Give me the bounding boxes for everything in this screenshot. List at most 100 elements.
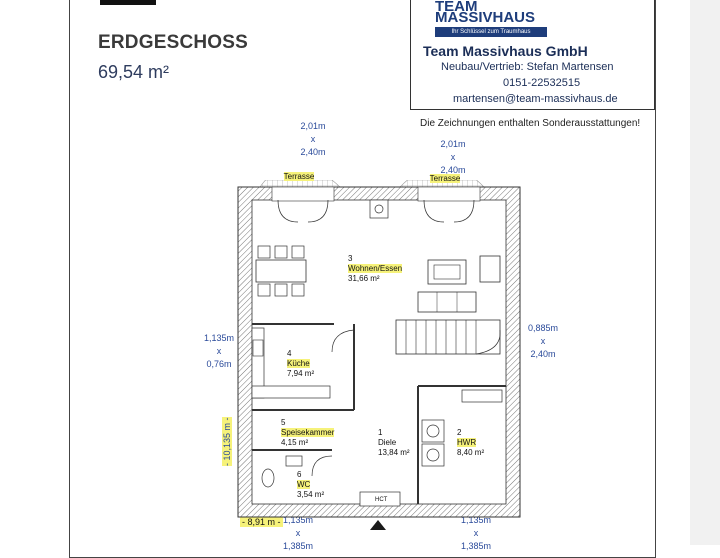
company-phone: 0151-22532515	[503, 77, 581, 89]
entrance-door	[359, 491, 401, 507]
scroll-margin	[690, 0, 720, 545]
room-name: WC	[297, 480, 311, 489]
wc-basin	[285, 455, 303, 467]
room-number: 6	[297, 470, 302, 479]
kitchen-window-dimension: 1,135m x 0,76m	[202, 332, 236, 371]
logo-tagline: Ihr Schlüssel zum Traumhaus	[435, 27, 547, 37]
terrace-right-dimension: 2,01m x 2,40m	[437, 138, 469, 177]
dim-value: 2,01m	[440, 139, 466, 149]
room-number: 4	[287, 349, 292, 358]
room-number: 1	[378, 428, 383, 437]
room-diele: 1 Diele 13,84 m²	[378, 428, 410, 458]
room-wc: 6 WC 3,54 m²	[297, 470, 324, 500]
logo-word-massivhaus: MASSIVHAUS	[435, 9, 536, 26]
door-swing	[277, 199, 329, 223]
chair	[291, 283, 305, 297]
room-number: 5	[281, 418, 286, 427]
room-area: 31,66 m²	[348, 274, 380, 283]
dim-value: 1,135m	[282, 515, 314, 525]
top-bar	[100, 0, 156, 5]
company-contact: Neubau/Vertrieb: Stefan Martensen	[441, 61, 614, 73]
kitchen-door-swing	[331, 329, 355, 353]
washer-drum	[426, 424, 440, 438]
terrace-left-dimension: 2,01m x 2,40m	[297, 120, 329, 159]
tv-screen	[433, 264, 461, 280]
chair	[257, 245, 271, 259]
hwr-shelf	[461, 389, 503, 403]
kitchen-counter	[251, 385, 331, 399]
dim-x: x	[216, 346, 222, 356]
staircase	[395, 319, 501, 355]
terrace-door-right	[417, 186, 481, 202]
dim-x: x	[310, 134, 316, 144]
dryer	[421, 443, 445, 467]
room-number: 3	[348, 254, 353, 263]
dim-value: 2,40m	[300, 147, 326, 157]
room-area: 4,15 m²	[281, 438, 309, 447]
total-area: 69,54 m²	[98, 62, 170, 82]
stair-window-dimension: 0,885m x 2,40m	[526, 322, 560, 361]
room-area: 7,94 m²	[287, 369, 315, 378]
drawing-note: Die Zeichnungen enthalten Sonderausstatt…	[420, 118, 641, 129]
logo-word-team: TEAM	[435, 0, 478, 15]
side-height-dimension: - 10,135 m -	[222, 417, 232, 466]
dining-table	[255, 259, 307, 283]
chair	[274, 283, 288, 297]
terrace-left-grid	[259, 180, 341, 188]
stair-steps	[405, 320, 477, 354]
room-name: Speisekammer	[281, 428, 335, 437]
dim-value: 0,885m	[527, 323, 559, 333]
room-wohnen: 3 Wohnen/Essen 31,66 m²	[348, 254, 403, 284]
room-area: 13,84 m²	[378, 448, 410, 457]
company-email: martensen@team-massivhaus.de	[453, 93, 618, 105]
company-name: Team Massivhaus GmbH	[423, 43, 588, 59]
hct-label: HCT	[375, 497, 388, 503]
wc-toilet	[261, 468, 275, 488]
stair-curve	[475, 329, 501, 355]
chimney-stove	[369, 199, 389, 219]
chair	[257, 283, 271, 297]
room-number: 2	[457, 428, 462, 437]
room-name: Wohnen/Essen	[348, 264, 403, 273]
dim-value: 0,76m	[206, 359, 232, 369]
dim-value: 1,385m	[282, 541, 314, 551]
tv-board	[427, 259, 467, 285]
armchair	[479, 255, 501, 283]
stove-circle	[374, 204, 384, 214]
company-logo: TEAM MASSIVHAUS Ihr Schlüssel zum Traumh…	[435, 0, 553, 38]
dim-value: 1,135m	[460, 515, 492, 525]
kitchen-sink	[252, 339, 264, 357]
room-area: 8,40 m²	[457, 448, 485, 457]
dim-value: 2,01m	[300, 121, 326, 131]
dryer-drum	[426, 448, 440, 462]
room-name: HWR	[457, 438, 477, 447]
floor-plan	[237, 180, 521, 518]
chair	[274, 245, 288, 259]
room-area: 3,54 m²	[297, 490, 325, 499]
terrace-label-text: Terrasse	[283, 172, 315, 181]
chair	[291, 245, 305, 259]
dim-x: x	[450, 152, 456, 162]
total-width-dimension: - 8,91 m -	[240, 517, 283, 527]
room-speisekammer: 5 Speisekammer 4,15 m²	[281, 418, 335, 448]
dim-value: 2,40m	[440, 165, 466, 175]
dim-value: 1,385m	[460, 541, 492, 551]
dim-x: x	[295, 528, 301, 538]
entrance-arrow-icon	[370, 520, 386, 530]
washer	[421, 419, 445, 443]
sofa	[417, 291, 477, 313]
dim-value: 2,40m	[530, 349, 556, 359]
terrace-door-left	[271, 186, 335, 202]
terrace-left-label: Terrasse	[274, 172, 324, 182]
terrace-right-grid	[399, 180, 485, 188]
room-kueche: 4 Küche 7,94 m²	[287, 349, 314, 379]
terrace-label-text: Terrasse	[429, 174, 461, 183]
dim-x: x	[540, 336, 546, 346]
page-title: ERDGESCHOSS	[98, 32, 249, 53]
dim-value: 1,135m	[203, 333, 235, 343]
room-name: Diele	[378, 438, 397, 447]
door-swing	[423, 199, 475, 223]
dim-x: x	[473, 528, 479, 538]
room-name: Küche	[287, 359, 310, 368]
company-box	[410, 0, 655, 110]
